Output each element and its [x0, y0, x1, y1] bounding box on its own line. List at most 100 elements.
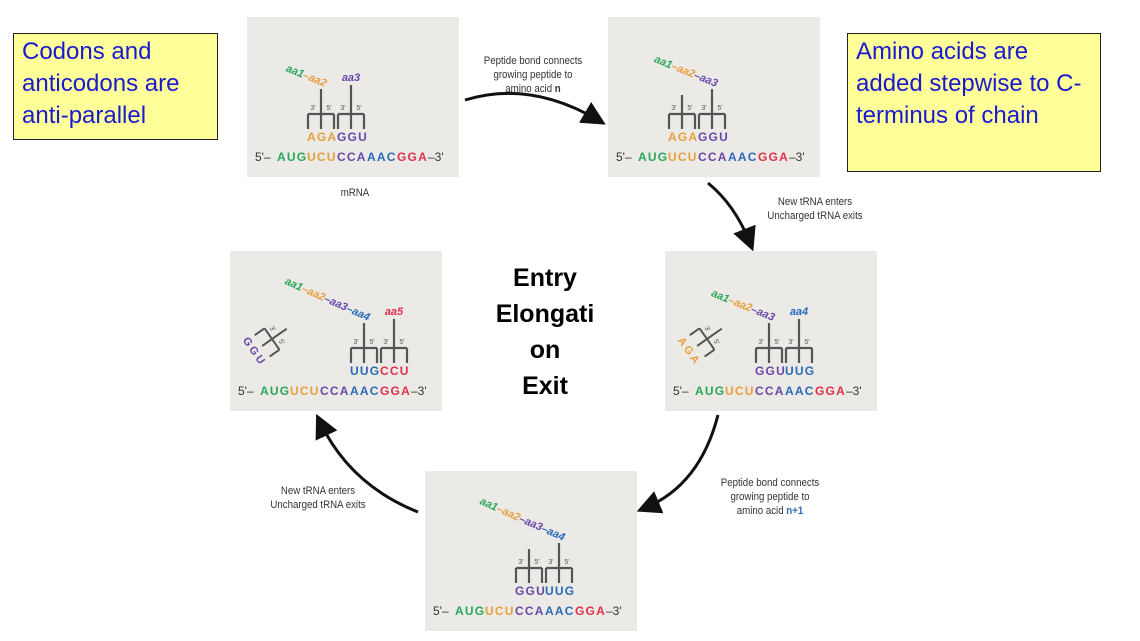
mrna-codon: AAC: [350, 384, 380, 398]
caption-line: Peptide bond connects: [483, 55, 583, 67]
mrna-codon: UCU: [307, 150, 337, 164]
caption-line: growing peptide to: [493, 69, 573, 81]
mrna-5prime: 5'–: [673, 384, 689, 398]
caption-line: Uncharged tRNA exits: [767, 210, 863, 222]
peptide-chain: aa1–aa2–aa3: [652, 53, 719, 89]
mrna-5prime: 5'–: [238, 384, 254, 398]
arrow-step4-to-step5: [315, 413, 419, 514]
caption-line: growing peptide to: [730, 491, 810, 503]
three-prime-label: 3': [383, 339, 388, 346]
caption-highlight: n: [554, 83, 561, 95]
caption-line: New tRNA enters: [777, 196, 853, 208]
mrna-codon: GGA: [575, 604, 606, 618]
note-antiparallel: Codons and anticodons are anti-parallel: [13, 33, 218, 140]
mrna-3prime: –3': [789, 150, 805, 164]
arrow-step1-to-step2: [464, 91, 606, 125]
three-prime-label: 3': [701, 105, 706, 112]
five-prime-label: 5': [687, 105, 692, 112]
mrna-codon: CCA: [320, 384, 350, 398]
mrna-codon: AUG: [277, 150, 307, 164]
amino-acid-aa2: aa2: [307, 72, 329, 90]
amino-acid-aa3: aa3: [698, 72, 720, 90]
amino-acid-aa3: aa3: [755, 306, 777, 324]
peptide-chain: aa1–aa2: [284, 63, 328, 90]
mrna-5prime: 5'–: [255, 150, 271, 164]
five-prime-label: 5': [399, 339, 404, 346]
anticodon: UUG: [350, 364, 380, 378]
peptide-chain: aa1–aa2–aa3–aa4: [478, 495, 567, 543]
amino-acid-aa4: aa4: [350, 305, 372, 323]
three-prime-label: 3': [353, 339, 358, 346]
five-prime-label: 5': [534, 559, 539, 566]
mrna-codon: GGA: [380, 384, 411, 398]
anticodon: GGU: [240, 335, 269, 369]
mrna-codon: GGA: [815, 384, 846, 398]
arrow-label-peptide-n: Peptide bond connects growing peptide to…: [471, 54, 594, 96]
anticodon: GGU: [698, 130, 729, 144]
peptide-chain: aa1–aa2–aa3–aa4: [283, 275, 372, 323]
amino-acid-aa5: aa5: [385, 306, 404, 318]
caption-line: New tRNA enters: [280, 485, 356, 497]
three-prime-label: 3': [548, 559, 553, 566]
three-prime-label: 3': [703, 325, 712, 333]
mrna-codon: AAC: [545, 604, 575, 618]
five-prime-label: 5': [356, 105, 361, 112]
anticodon: CCU: [380, 364, 410, 378]
five-prime-label: 5': [774, 339, 779, 346]
anticodon: AGA: [307, 130, 337, 144]
three-prime-label: 3': [340, 105, 345, 112]
arrow-label-new-trna-left: New tRNA enters Uncharged tRNA exits: [252, 484, 384, 512]
mrna-codon: CCA: [515, 604, 545, 618]
three-prime-label: 3': [758, 339, 763, 346]
mrna-caption: mRNA: [340, 187, 370, 199]
peptide-chain: aa1–aa2–aa3: [709, 287, 776, 323]
five-prime-label: 5': [277, 338, 286, 346]
amino-acid-aa4: aa4: [545, 525, 567, 543]
trna-CCU: 3' 5' CCU aa5: [379, 306, 410, 378]
mrna-5prime: 5'–: [616, 150, 632, 164]
trna-AGA: 3'5'AGA: [667, 95, 697, 144]
anticodon: UUG: [785, 364, 815, 378]
arrow-label-new-trna-right: New tRNA enters Uncharged tRNA exits: [749, 195, 881, 223]
mrna-codon: AUG: [455, 604, 485, 618]
mrna-codon: CCA: [337, 150, 367, 164]
mrna-codon: AAC: [367, 150, 397, 164]
exiting-trna-GGU: 3'5' GGU: [240, 325, 288, 369]
mrna-codon: UCU: [725, 384, 755, 398]
mrna-codon: CCA: [755, 384, 785, 398]
trna-GGU: 3'5'GGU: [514, 549, 545, 598]
three-prime-label: 3': [518, 559, 523, 566]
anticodon: AGA: [675, 335, 703, 368]
arrow-step3-to-step4: [636, 414, 720, 514]
amino-acid-aa3: aa3: [342, 72, 360, 84]
mrna-codon: UCU: [485, 604, 515, 618]
center-label-line: Exit: [522, 372, 568, 400]
three-prime-label: 3': [671, 105, 676, 112]
caption-line: amino acid: [505, 83, 555, 95]
five-prime-label: 5': [369, 339, 374, 346]
trna-UUG: 3' 5' UUG aa1–aa2–aa3–aa4: [283, 275, 380, 378]
caption-line: amino acid: [736, 505, 787, 517]
three-prime-label: 3': [268, 325, 277, 333]
five-prime-label: 5': [717, 105, 722, 112]
mrna-codon: UCU: [668, 150, 698, 164]
three-prime-label: 3': [788, 339, 793, 346]
mrna-codon: GGA: [758, 150, 789, 164]
center-label-line: on: [529, 336, 561, 364]
